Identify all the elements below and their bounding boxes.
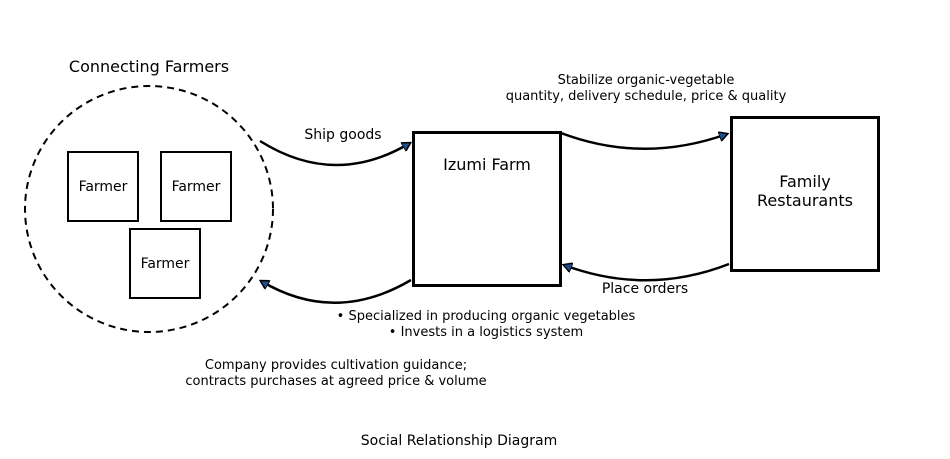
diagram-title: Social Relationship Diagram [360,433,558,449]
place-orders-label: Place orders [601,281,689,297]
farmer-label: Farmer [78,178,128,195]
family-restaurants-node: Family Restaurants [730,116,880,272]
group-label: Connecting Farmers [68,57,230,76]
stabilize-label: Stabilize organic-vegetable quantity, de… [505,73,787,104]
farmer-node: Farmer [129,228,201,299]
ship-goods-label: Ship goods [304,127,382,143]
arrow-stabilize [560,133,727,150]
farmer-label: Farmer [171,178,221,195]
farmer-label: Farmer [140,255,190,272]
arrow-ship-goods [259,139,410,167]
farmers-group-circle [24,85,274,333]
arrow-guidance [261,278,412,304]
izumi-farm-label: Izumi Farm [443,155,531,174]
farmer-node: Farmer [67,151,139,222]
guidance-label: Company provides cultivation guidance; c… [185,358,487,389]
izumi-farm-node: Izumi Farm [412,131,562,287]
izumi-notes: • Specialized in producing organic veget… [336,309,636,340]
family-restaurants-label: Family Restaurants [757,172,853,211]
arrow-place-orders [564,264,730,282]
farmer-node: Farmer [160,151,232,222]
